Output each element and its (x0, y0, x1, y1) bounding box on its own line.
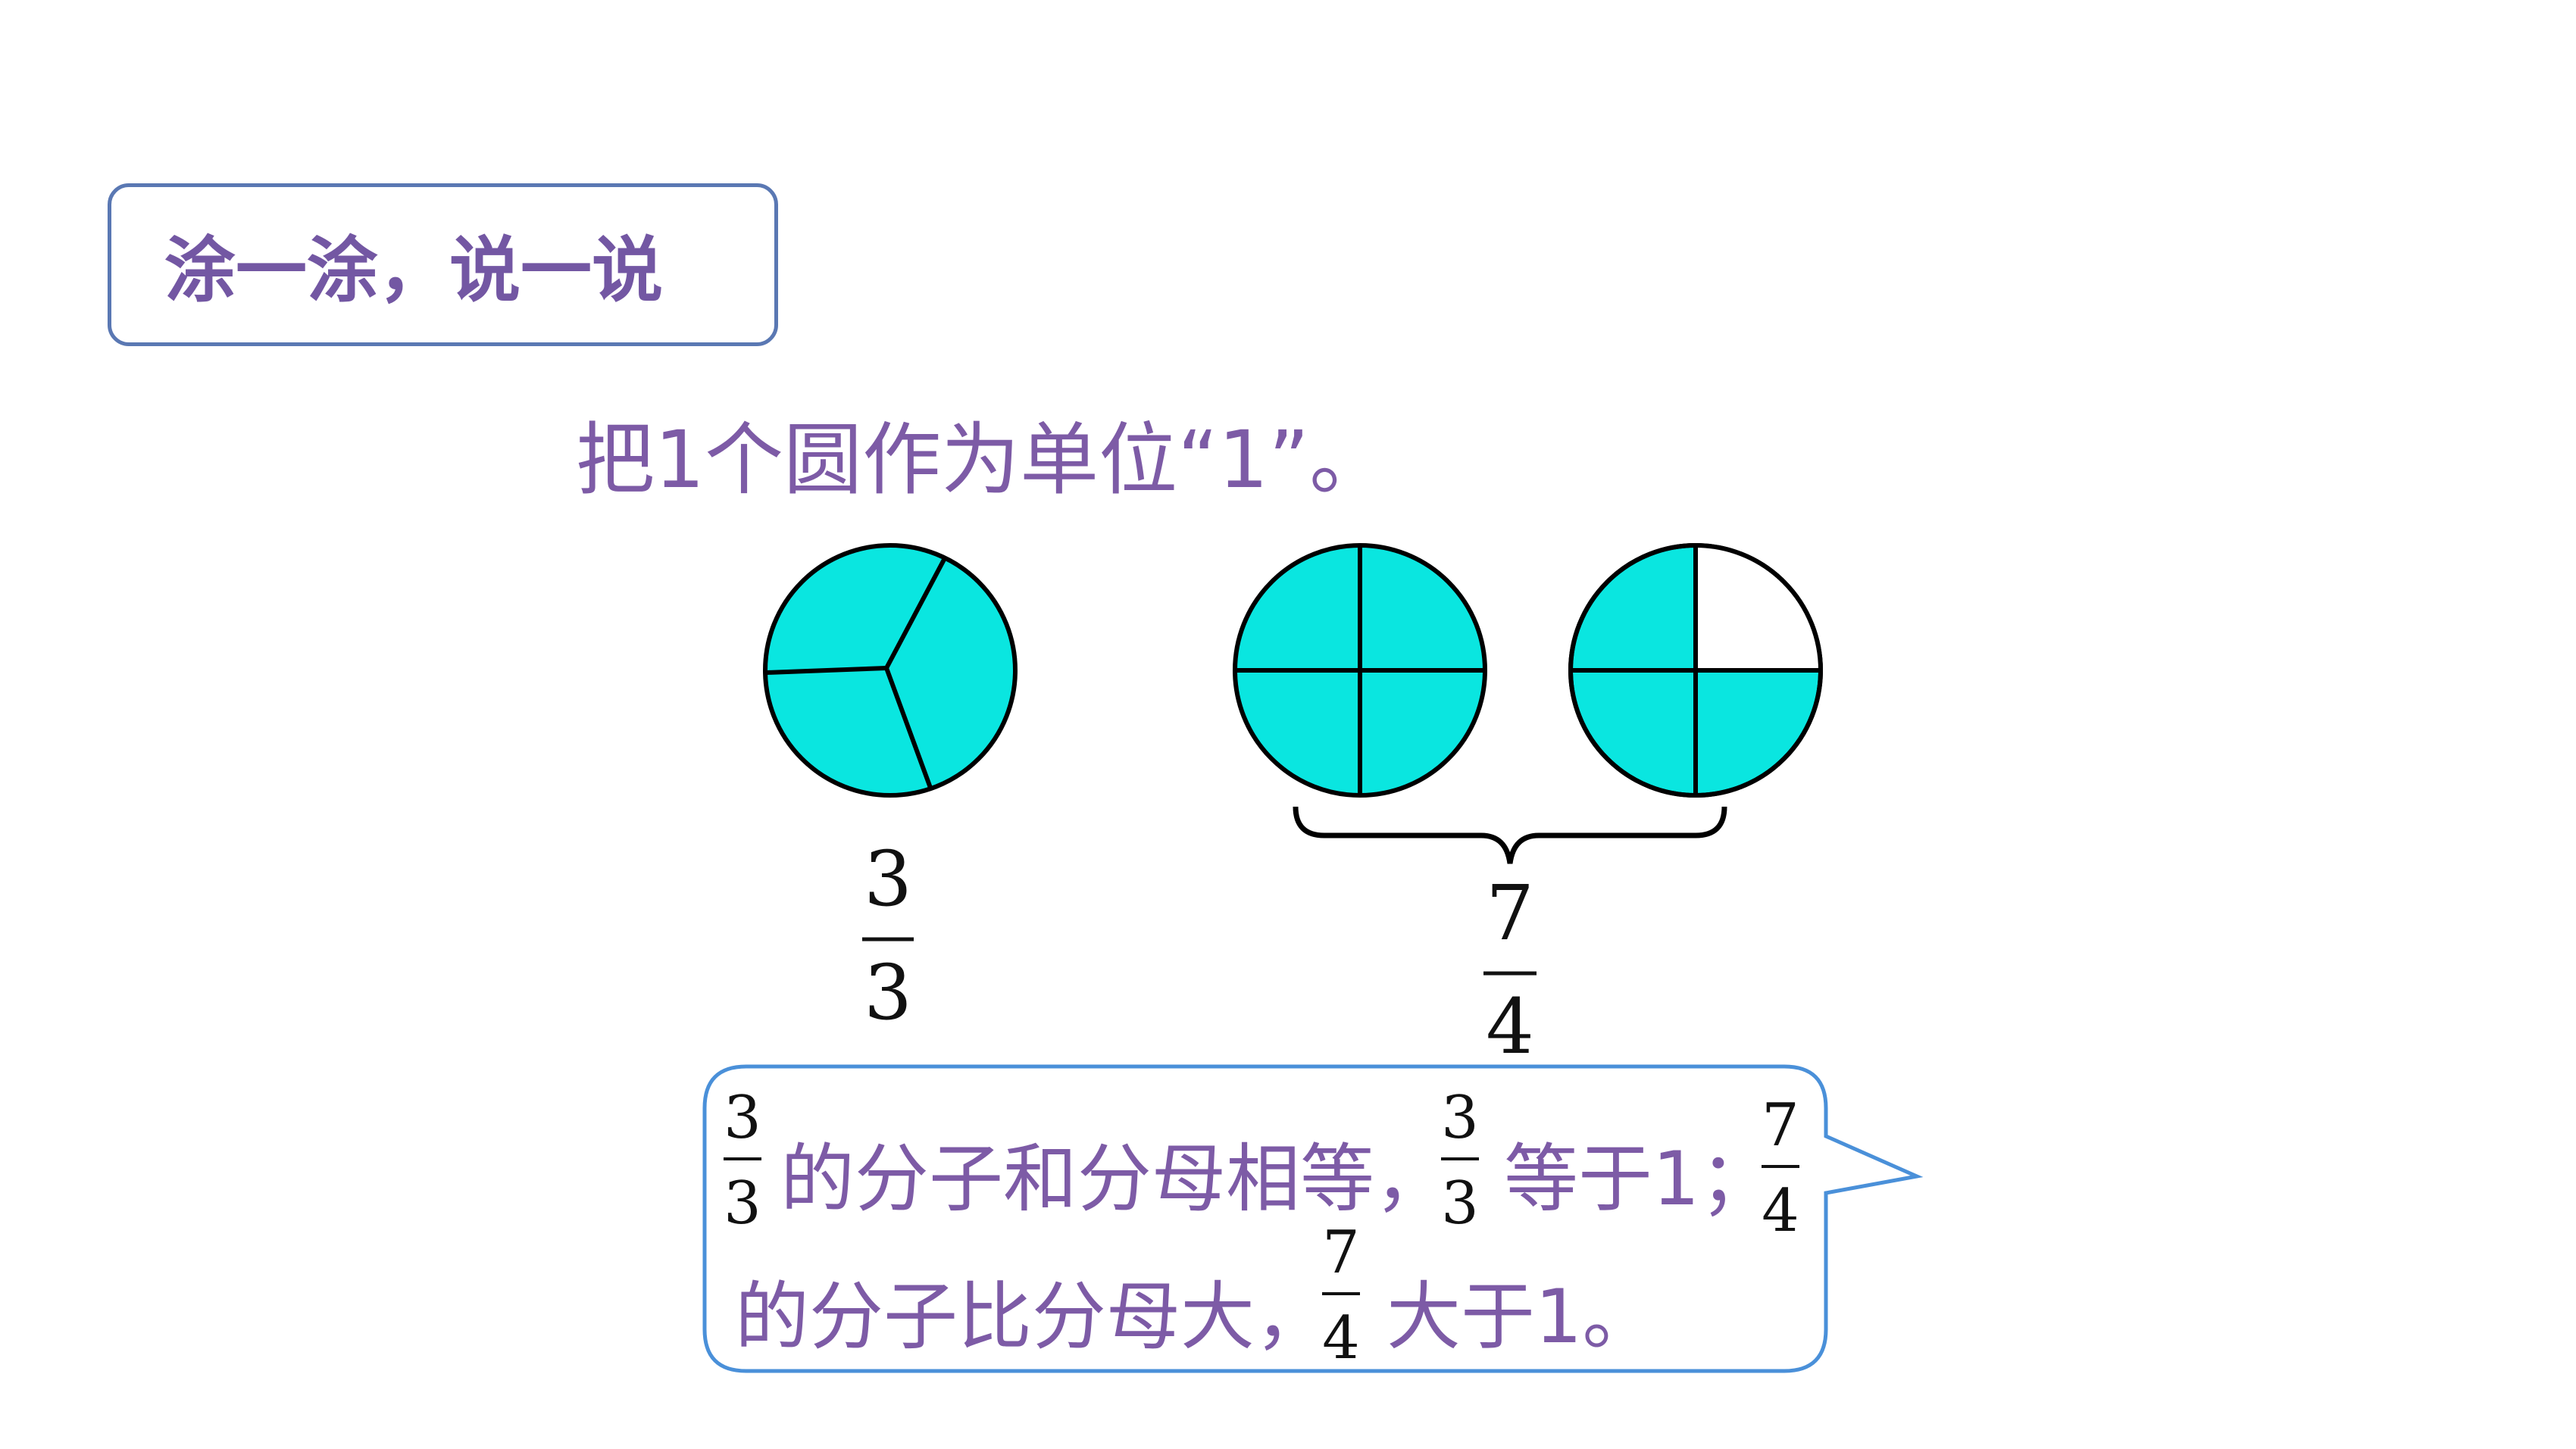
bubble-text-4: 大于1。 (1386, 1274, 1657, 1360)
bubble-fraction-2-denominator: 3 (1441, 1170, 1479, 1238)
bubble-fraction-3-denominator: 4 (1762, 1177, 1799, 1245)
circle-thirds (763, 543, 1018, 798)
bubble-text-3: 的分子比分母大， (735, 1274, 1330, 1360)
fraction-left-denominator: 3 (864, 948, 912, 1037)
intro-text: 把1个圆作为单位“1”。 (576, 414, 1389, 506)
bubble-text-2: 等于1； (1504, 1136, 1774, 1223)
speech-bubble (702, 1064, 1924, 1373)
bubble-fraction-1: 3 3 (724, 1084, 761, 1238)
bubble-fraction-1-numerator: 3 (724, 1084, 761, 1152)
title-box: 涂一涂，说一说 (108, 183, 778, 346)
circle-quarters-full (1233, 543, 1487, 798)
fraction-right-denominator: 4 (1486, 982, 1534, 1071)
section-title: 涂一涂，说一说 (164, 230, 664, 312)
fraction-left: 3 3 (862, 835, 914, 1037)
unshaded-quarter (1696, 545, 1821, 670)
divider-line (766, 666, 887, 675)
bubble-fraction-3-numerator: 7 (1762, 1091, 1799, 1160)
bubble-fraction-4: 7 4 (1322, 1219, 1360, 1372)
fraction-right: 7 4 (1483, 869, 1537, 1071)
bubble-fraction-2-numerator: 3 (1441, 1084, 1479, 1152)
divider-line (884, 667, 933, 789)
bubble-fraction-4-denominator: 4 (1322, 1304, 1360, 1372)
fraction-left-numerator: 3 (864, 835, 912, 923)
divider-line (884, 555, 948, 670)
fraction-right-numerator: 7 (1486, 869, 1534, 957)
bubble-fraction-4-numerator: 7 (1322, 1219, 1360, 1287)
bubble-text-1: 的分子和分母相等， (780, 1136, 1449, 1223)
circle-quarters-partial (1568, 543, 1823, 798)
bubble-fraction-2: 3 3 (1441, 1084, 1479, 1238)
bubble-fraction-1-denominator: 3 (724, 1170, 761, 1238)
brace (1293, 806, 1727, 864)
bubble-fraction-3: 7 4 (1762, 1091, 1799, 1245)
circle-thirds-disc (763, 543, 1018, 798)
